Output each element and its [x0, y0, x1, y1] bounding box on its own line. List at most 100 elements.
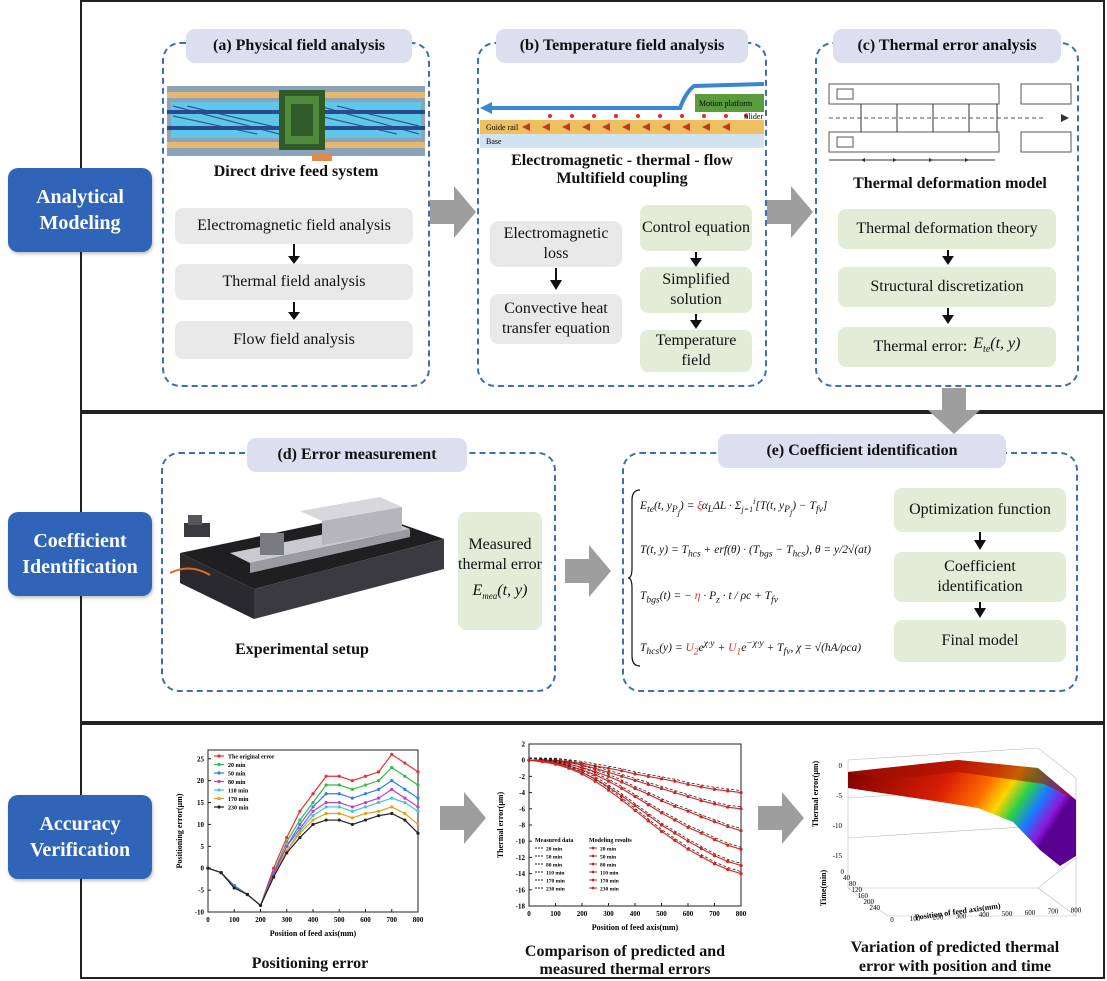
chart1-point	[337, 783, 341, 787]
chart1-point	[363, 800, 368, 805]
base-label: Base	[486, 137, 502, 146]
equation-temperature: T(t, y) = Thcs + erf(θ) · (Tbgs − Thcs),…	[640, 544, 871, 560]
chart2-model-point	[606, 770, 611, 774]
chart2-model-point	[712, 854, 717, 858]
chart2-model-point	[686, 847, 690, 851]
chart3-ztick-label: -15	[833, 852, 843, 860]
chart1-ytick-label: -5	[198, 887, 204, 895]
chart1-ytick-label: 5	[201, 843, 205, 851]
thermal-error-label: Thermal error:	[873, 338, 968, 355]
chart1-point	[337, 811, 341, 816]
chart1-point	[311, 809, 315, 813]
chart1-legend-label: 50 min	[228, 772, 246, 778]
chart1-legend-marker	[217, 779, 221, 784]
accuracy-verification-label: Accuracy Verification	[8, 795, 152, 879]
chart1-point	[311, 805, 315, 809]
motion-platform-label: Motion platform	[699, 99, 753, 108]
chart1-point	[377, 787, 381, 792]
panel-c-title: (c) Thermal error analysis	[833, 29, 1061, 63]
control-equation-box: Control equation	[640, 205, 752, 251]
chart3-xtick-label: 800	[1071, 906, 1082, 914]
chart2-legend-model-label: 50 min	[600, 855, 616, 861]
chart1-xtick-label: 300	[282, 916, 293, 924]
chart2-legend-model-marker	[591, 846, 595, 850]
chart1-xtick-label: 700	[387, 916, 398, 924]
chart2-legend-measured-label: 80 min	[546, 863, 562, 869]
arrow-chart2-to-chart3	[758, 792, 804, 844]
electromagnetic-field-analysis-box: Electromagnetic field analysis	[175, 208, 413, 244]
experimental-setup-photo	[170, 497, 444, 619]
chart3-ytick-label: 40	[843, 874, 851, 882]
flow-field-analysis-box: Flow field analysis	[175, 321, 413, 359]
chart2-measured-line	[529, 757, 742, 808]
chart1-point	[272, 875, 276, 879]
chart2-model-point	[646, 782, 650, 787]
chart1-point	[298, 835, 302, 840]
chart2-model-point	[686, 809, 690, 813]
chart2-model-point	[739, 872, 743, 876]
arrow-d-to-e	[565, 545, 611, 597]
chart3-ylabel: Time(min)	[819, 870, 828, 907]
chart3-caption-line1: Variation of predicted thermal	[850, 939, 1060, 956]
chart1-point	[245, 892, 249, 897]
chart2-ytick-label: -14	[516, 870, 526, 878]
chart2-model-point	[606, 779, 611, 783]
panel-a-title: (a) Physical field analysis	[186, 29, 412, 63]
chart2-model-point	[726, 825, 730, 829]
chart2-model-point	[633, 786, 637, 791]
chart2-xtick-label: 0	[527, 910, 531, 918]
chart1-point	[350, 822, 354, 827]
chart2-model-point	[659, 823, 664, 827]
chart1-point	[285, 844, 289, 848]
chart3-ytick-label: 120	[852, 886, 863, 894]
chart1-xlabel: Position of feed axis(mm)	[270, 929, 357, 938]
measured-thermal-error-box: Measured thermal error Emea(t, y)	[458, 512, 542, 630]
chart1-xtick-label: 0	[206, 916, 210, 924]
chart3-zlabel: Thermal error(μm)	[811, 760, 820, 827]
chart1-point	[337, 800, 341, 805]
chart2-model-point	[739, 863, 743, 868]
chart1-ylabel: Positioning error(μm)	[175, 793, 184, 868]
chart2-model-point	[646, 813, 650, 817]
chart2-legend-model-marker	[591, 878, 595, 882]
multifield-coupling-image: Motion platform Slider Guide rail Base	[480, 82, 764, 148]
chart1-legend-marker	[217, 796, 221, 801]
chart1-xtick-label: 100	[229, 916, 240, 924]
chart1-point	[416, 831, 420, 835]
analytical-modeling-label: Analytical Modeling	[8, 168, 152, 252]
chart2-legend-model-label: 170 min	[600, 879, 619, 885]
chart2-ytick-label: -4	[519, 789, 525, 797]
chart3-ztick-label: -10	[833, 822, 843, 830]
chart2-xtick-label: 600	[683, 910, 694, 918]
chart2-measured-line	[529, 757, 742, 830]
chart1-xtick-label: 200	[255, 916, 266, 924]
chart1-point	[377, 796, 381, 800]
chart1-point	[403, 774, 407, 778]
chart1-point	[219, 870, 223, 875]
chart2-model-point	[567, 766, 571, 770]
chart2-model-point	[646, 774, 650, 778]
equation-thcs: Thcs(y) = U2eχ·y + U1e−χ·y + Tfv, χ = √(…	[640, 638, 862, 658]
equation-thermal-error: Ete(t, yPj) = ξαLΔL · Σj=1i[T(t, yPj) − …	[640, 497, 828, 518]
chart1-point	[390, 765, 394, 770]
chart2-legend-measured-label: 20 min	[546, 847, 562, 853]
chart2-legend-measured-label: 110 min	[546, 871, 565, 877]
chart1-point	[298, 818, 302, 822]
chart2-xtick-label: 300	[603, 910, 614, 918]
chart2-model-point	[699, 846, 703, 851]
chart1-point	[324, 792, 328, 796]
chart1-point	[403, 818, 407, 822]
chart2-model-point	[673, 831, 677, 835]
chart2-model-point	[673, 818, 677, 822]
chart1-point	[337, 818, 341, 822]
chart1-point	[416, 822, 420, 827]
chart2-measured-line	[528, 757, 742, 848]
chart1-legend-marker	[217, 762, 221, 767]
arrow-chart1-to-chart2	[440, 792, 486, 844]
chart1-point	[311, 800, 315, 805]
chart3-ytick-label: 200	[864, 898, 875, 906]
chart1-legend-label: The original error	[228, 755, 275, 761]
chart2-xtick-label: 800	[736, 910, 747, 918]
chart1-point	[363, 783, 368, 787]
